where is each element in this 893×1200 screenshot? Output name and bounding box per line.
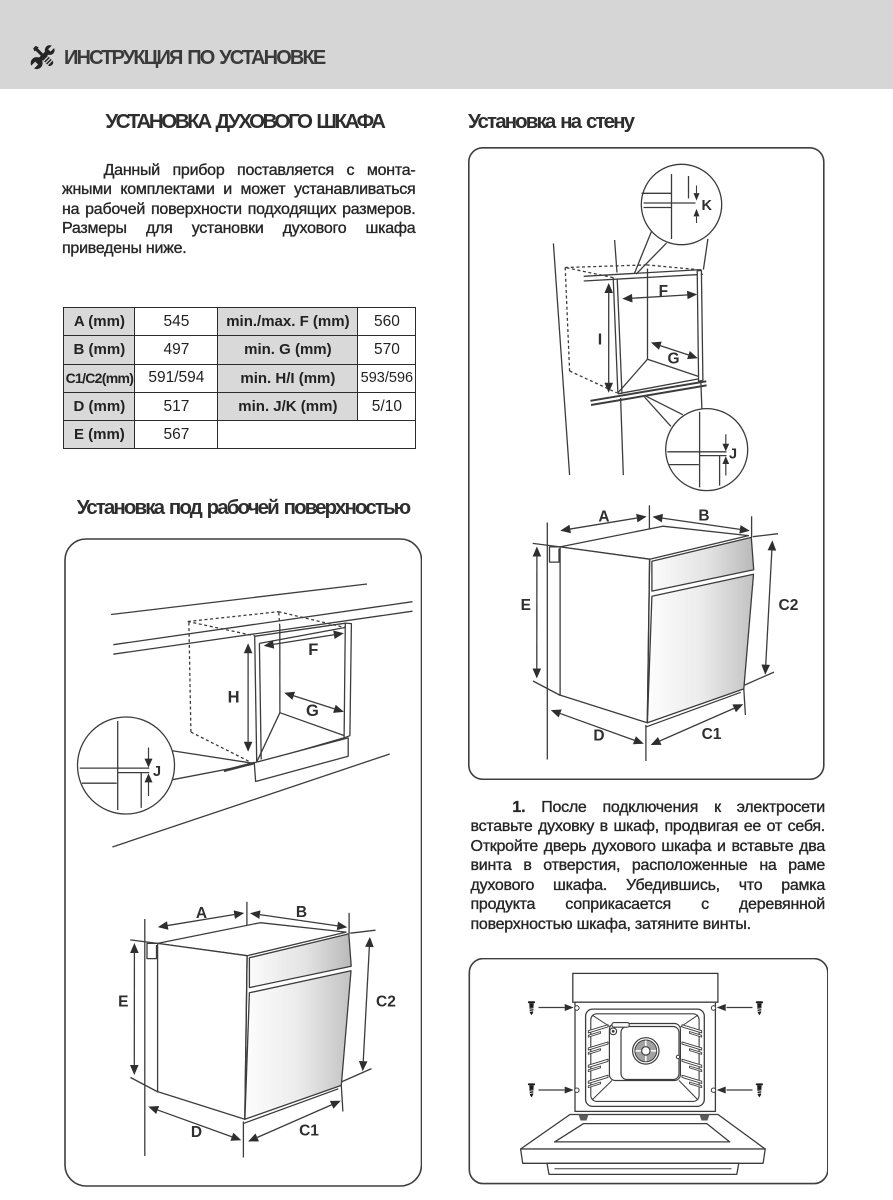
svg-text:G: G (667, 351, 679, 368)
svg-text:A: A (196, 905, 207, 922)
svg-text:H: H (228, 688, 240, 706)
svg-text:F: F (659, 283, 668, 300)
svg-text:F: F (308, 641, 318, 659)
svg-text:J: J (153, 764, 161, 780)
svg-text:E: E (118, 994, 128, 1011)
svg-text:J: J (729, 446, 737, 462)
svg-text:C2: C2 (376, 994, 396, 1011)
svg-text:C1: C1 (299, 1123, 319, 1140)
svg-text:G: G (306, 702, 319, 720)
svg-text:D: D (191, 1124, 202, 1141)
svg-text:I: I (598, 332, 602, 349)
svg-text:B: B (296, 904, 307, 921)
svg-text:K: K (702, 198, 713, 214)
